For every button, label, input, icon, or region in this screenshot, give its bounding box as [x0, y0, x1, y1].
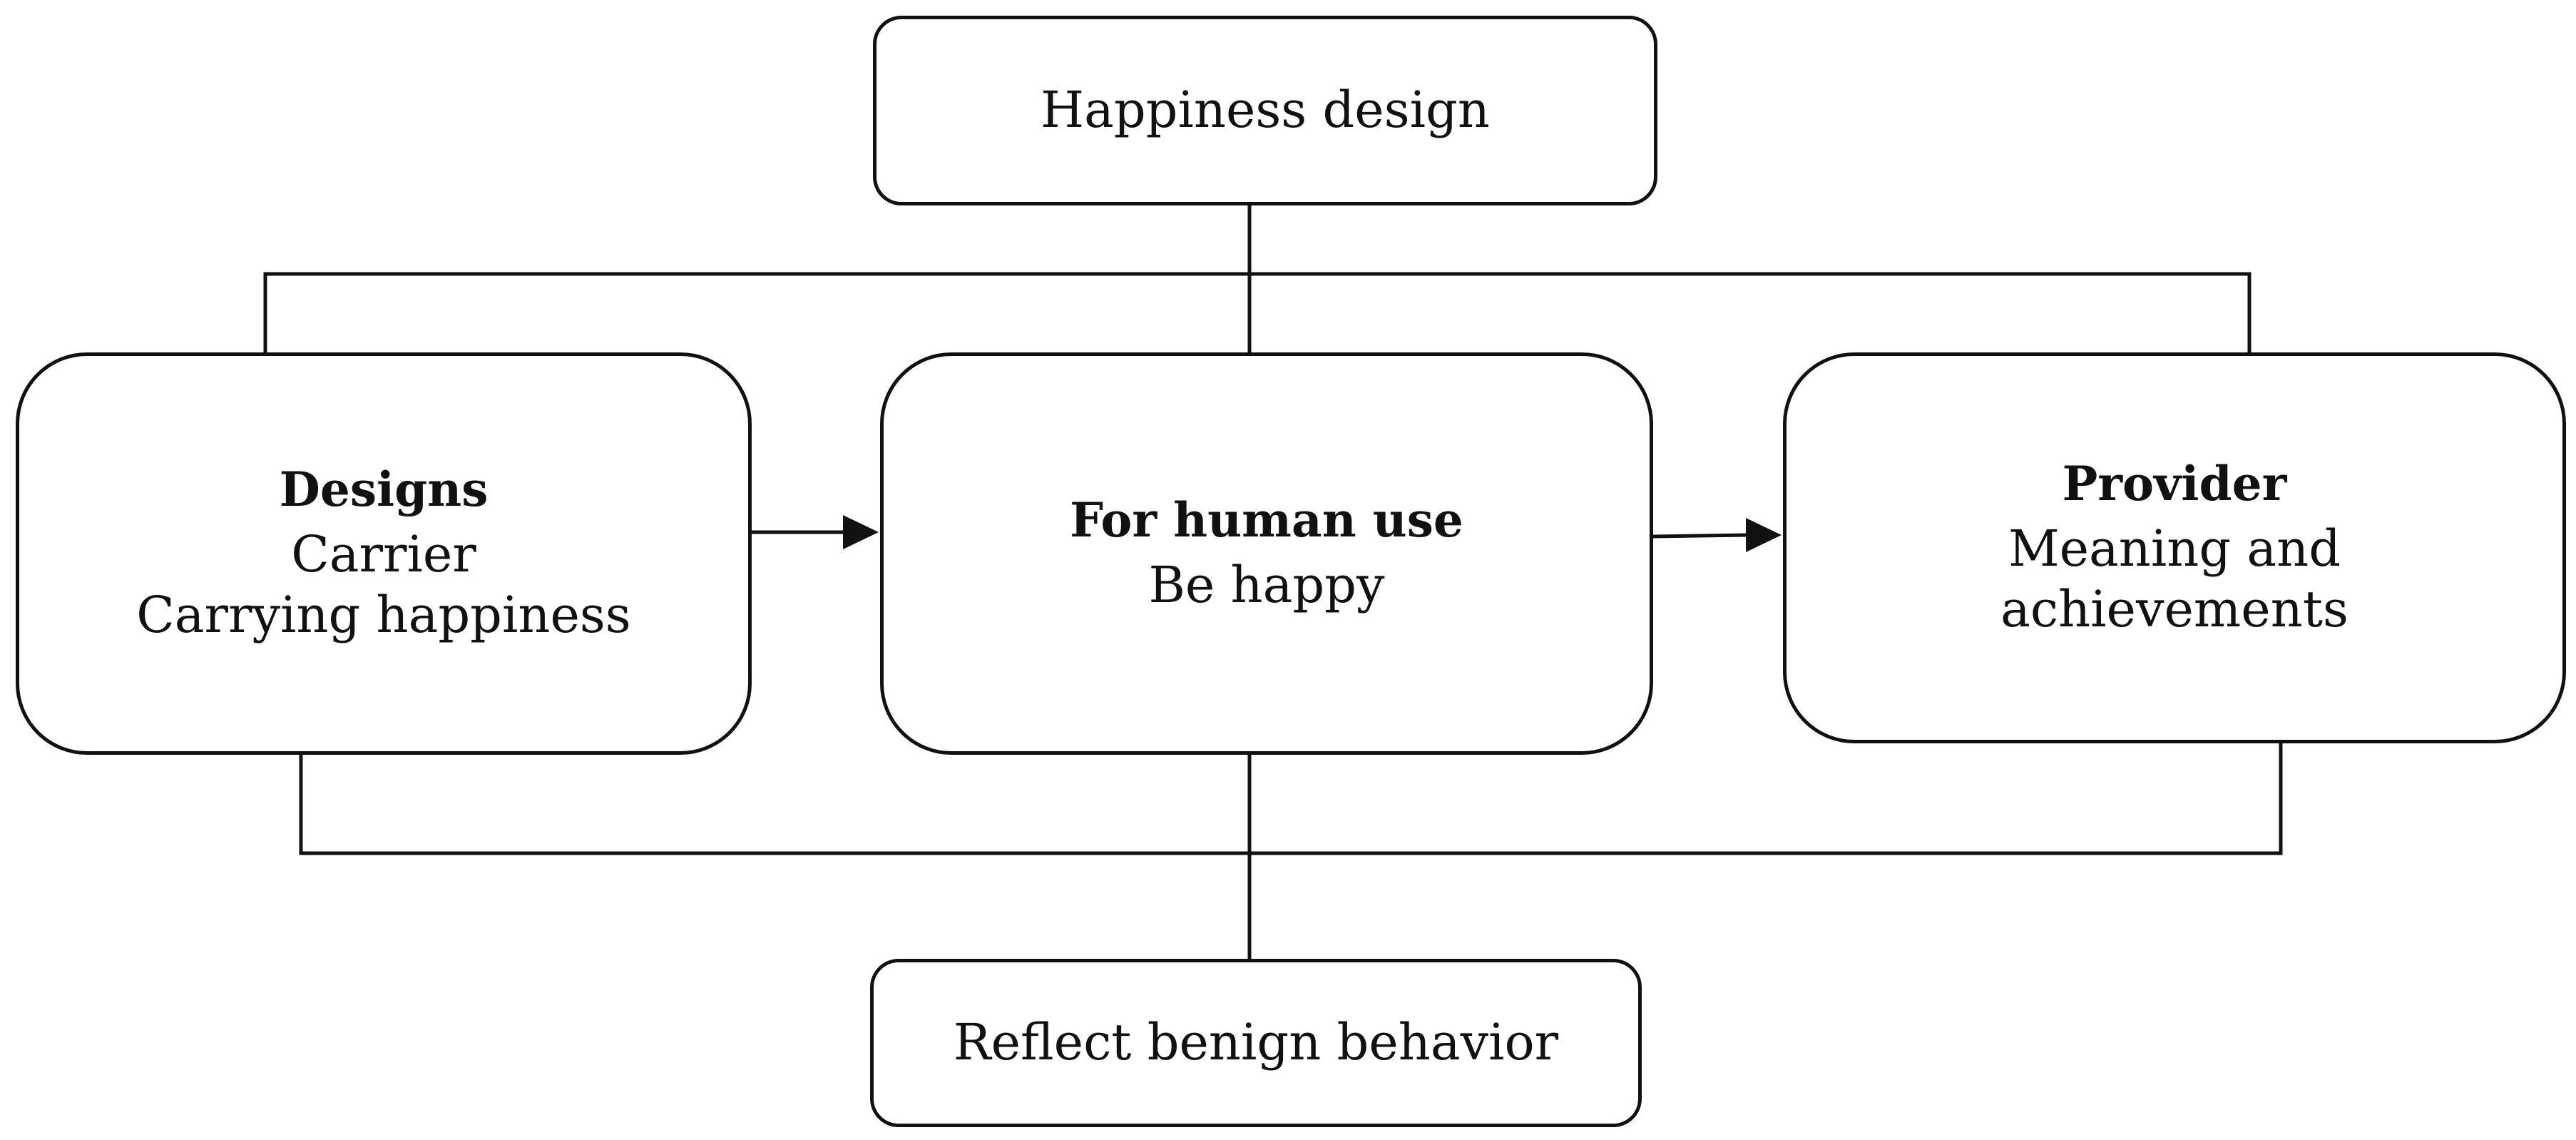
arrow-left-to-center-head: [843, 515, 879, 549]
reflect-benign-behavior-label: Reflect benign behavior: [953, 1013, 1559, 1072]
happiness-design-box: Happiness design: [873, 16, 1657, 205]
for-human-use-heading: For human use: [1070, 492, 1463, 549]
designs-line-carrier: Carrier: [291, 524, 476, 584]
arrow-center-to-right-head: [1746, 518, 1782, 552]
provider-line-achievements: achievements: [2000, 580, 2348, 639]
happiness-design-label: Happiness design: [1041, 81, 1490, 140]
designs-box: Designs Carrier Carrying happiness: [16, 352, 752, 755]
designs-line-carrying-happiness: Carrying happiness: [136, 586, 631, 645]
reflect-benign-behavior-box: Reflect benign behavior: [870, 959, 1642, 1127]
arrow-center-to-right-shaft: [1651, 533, 1749, 539]
designs-heading: Designs: [279, 462, 489, 518]
provider-line-meaning: Meaning and: [2008, 519, 2341, 578]
for-human-use-box: For human use Be happy: [880, 352, 1653, 755]
provider-heading: Provider: [2062, 456, 2287, 512]
provider-box: Provider Meaning and achievements: [1783, 352, 2566, 743]
be-happy-line: Be happy: [1148, 555, 1385, 614]
